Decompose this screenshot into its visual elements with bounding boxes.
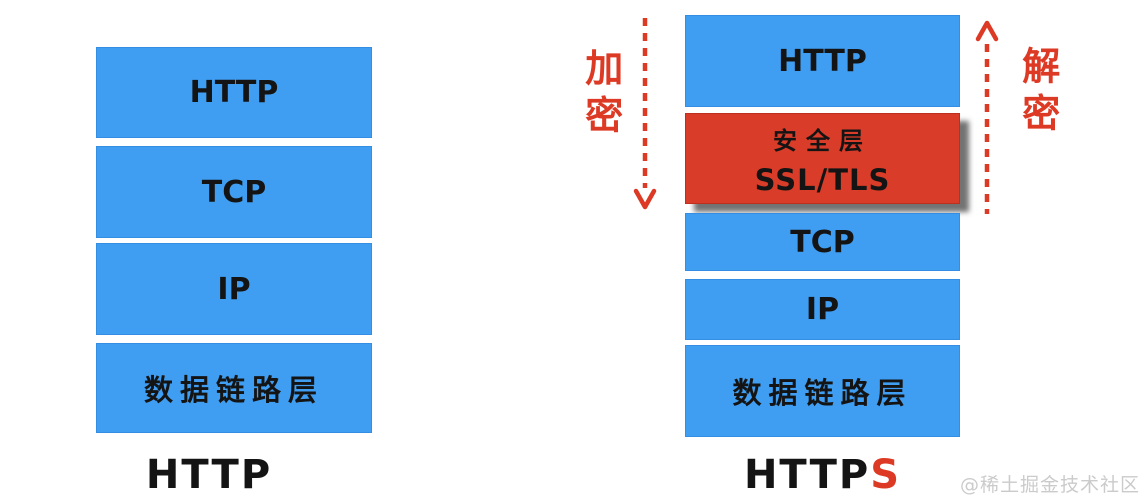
- watermark: @稀土掘金技术社区: [959, 474, 1140, 496]
- decrypt-up-arrow-icon: [975, 20, 999, 214]
- decrypt-label: 解密: [1015, 46, 1060, 140]
- right-stack-caption: HTTPS: [685, 451, 960, 499]
- left-layer-http: HTTP: [96, 47, 372, 138]
- right-layer-ip: IP: [685, 279, 960, 340]
- right-layer-datalink: 数据链路层: [685, 345, 960, 437]
- security-layer-subtitle: SSL/TLS: [754, 162, 891, 197]
- left-layer-datalink: 数据链路层: [96, 343, 372, 433]
- security-layer-title: 安全层: [773, 126, 872, 155]
- right-layer-security: 安全层 SSL/TLS: [685, 113, 960, 204]
- right-layer-tcp: TCP: [685, 213, 960, 271]
- left-stack-caption: HTTP: [145, 452, 273, 498]
- left-layer-ip: IP: [96, 243, 372, 335]
- right-caption-base: HTTP: [743, 452, 871, 498]
- encrypt-down-arrow-icon: [633, 18, 657, 210]
- left-layer-tcp: TCP: [96, 146, 372, 238]
- right-layer-http: HTTP: [685, 15, 960, 107]
- right-caption-highlight: S: [870, 452, 902, 498]
- encrypt-label: 加密: [578, 48, 623, 142]
